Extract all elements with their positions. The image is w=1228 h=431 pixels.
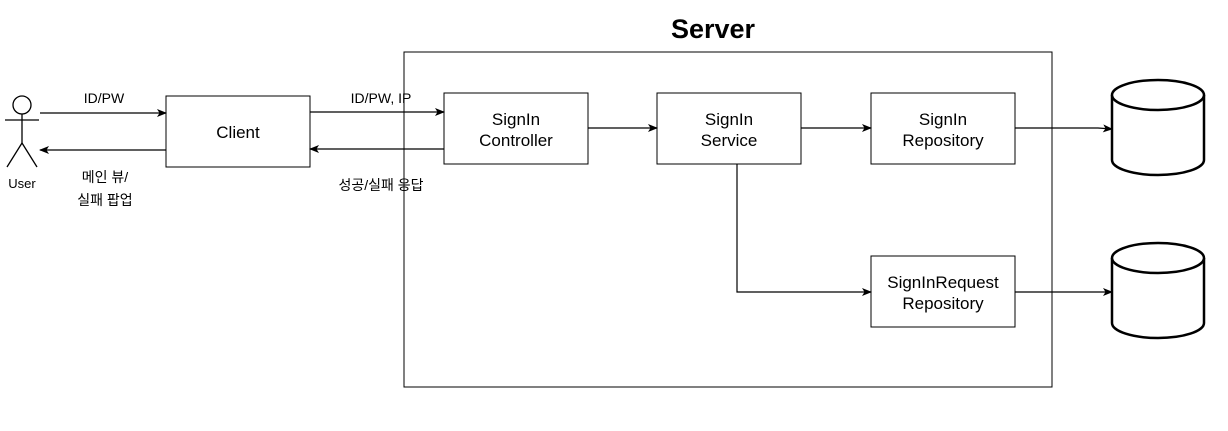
signin-controller-label-line1: SignIn <box>492 110 540 129</box>
signin-service-label-line1: SignIn <box>705 110 753 129</box>
client-node <box>165 95 311 168</box>
edge-label-client-to-controller: ID/PW, IP <box>351 90 412 106</box>
edge-label-client-to-user-line1: 메인 뷰/ <box>82 169 129 185</box>
client-label: Client <box>216 123 260 142</box>
signin-database-icon <box>1110 78 1206 177</box>
signin-repository-label-line1: SignIn <box>919 110 967 129</box>
edge-repository-to-database <box>1015 124 1113 133</box>
user-label: User <box>8 176 36 191</box>
signin-repository-label-line2: Repository <box>902 131 984 150</box>
signin-request-repository-node <box>870 255 1016 328</box>
user-actor-icon <box>5 95 39 168</box>
signin-request-database-icon <box>1110 241 1206 340</box>
edge-label-user-to-client: ID/PW <box>84 90 125 106</box>
edge-label-client-to-user-line2: 실패 팝업 <box>77 192 132 208</box>
edge-service-to-request-repository <box>736 164 872 296</box>
edge-label-controller-to-client: 성공/실패 응답 <box>338 177 423 193</box>
signin-controller-label-line2: Controller <box>479 131 553 150</box>
signin-request-repository-label-line2: Repository <box>902 294 984 313</box>
server-title: Server <box>671 14 756 44</box>
signin-request-repository-label-line1: SignInRequest <box>887 273 999 292</box>
signin-service-label-line2: Service <box>701 131 758 150</box>
signin-controller-node <box>443 92 589 165</box>
